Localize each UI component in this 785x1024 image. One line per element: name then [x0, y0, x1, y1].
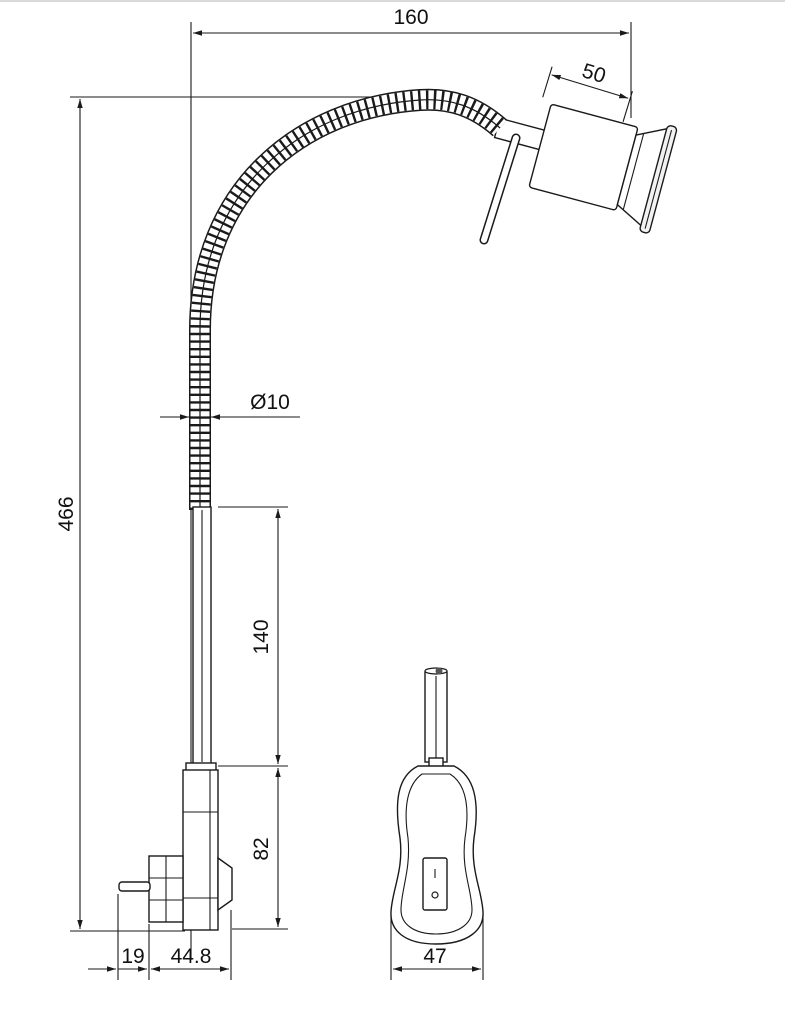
dim-label-44-8: 44.8 — [171, 945, 212, 968]
plug-adapter — [118, 762, 233, 931]
rigid-rod — [192, 506, 212, 766]
lamp-handle — [479, 133, 521, 245]
dim-plug-bottom: 19 44.8 — [88, 894, 232, 980]
dim-label-140: 140 — [250, 619, 273, 654]
dim-label-47: 47 — [423, 945, 446, 968]
rocker-switch — [422, 857, 448, 911]
dim-label-82: 82 — [250, 837, 273, 860]
dim-label-466: 466 — [55, 496, 78, 531]
dim-label-160: 160 — [393, 6, 428, 29]
dim-rod-length: 140 — [218, 506, 288, 767]
dim-switch-width: 47 — [390, 915, 484, 980]
inline-switch — [390, 667, 484, 945]
dim-diameter: Ø10 — [160, 391, 300, 420]
cable-end-dot — [435, 667, 443, 675]
dim-plug-height: 82 — [218, 765, 288, 930]
dim-total-height: 466 — [55, 96, 430, 932]
lamp-head — [493, 104, 678, 234]
gooseneck — [189, 88, 508, 510]
dim-label-50: 50 — [579, 59, 608, 88]
dim-label-19: 19 — [121, 945, 144, 968]
dim-label-diameter: Ø10 — [250, 391, 290, 414]
